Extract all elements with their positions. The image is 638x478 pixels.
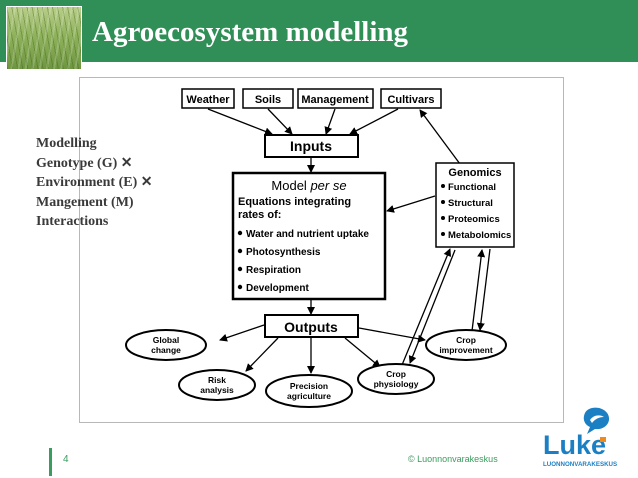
slide-title: Agroecosystem modelling [92, 16, 408, 48]
inputs-box [264, 134, 359, 158]
arrow-outputs-physiology [344, 337, 381, 368]
luke-logo-graphic: Luke LUONNONVARAKESKUS [543, 407, 617, 468]
genomics-item-metabolomics: Metabolomics [448, 230, 511, 241]
footer-accent-line [49, 448, 52, 476]
inputs-label: Inputs [290, 138, 332, 154]
bullet [237, 284, 243, 290]
bullet [441, 216, 445, 220]
arrow-management-inputs [324, 108, 336, 135]
weather-box [181, 88, 235, 109]
outputs-box [264, 314, 359, 338]
arrow-outputs-global [219, 324, 265, 342]
side-list: Modelling Genotype (G) ✕ Environment (E)… [36, 134, 152, 232]
management-box [297, 88, 374, 109]
cultivars-label: Cultivars [387, 94, 434, 106]
outputs-label: Outputs [284, 319, 338, 335]
crop-improvement-line2: improvement [439, 345, 493, 355]
risk-analysis-line1: Risk [208, 375, 226, 385]
side-item-modelling: Modelling [36, 136, 97, 151]
precision-agriculture-oval [265, 374, 353, 408]
model-subtitle-line1: Equations integrating [238, 196, 351, 208]
bullet [237, 230, 243, 236]
page-number: 4 [63, 454, 69, 465]
genomics-item-proteomics: Proteomics [448, 214, 500, 225]
precision-agriculture-line2: agriculture [287, 391, 331, 401]
soils-box [242, 88, 294, 109]
global-change-oval [125, 329, 207, 361]
arrow-cultivars-inputs [349, 108, 399, 135]
model-item-respiration: Respiration [246, 265, 301, 276]
model-subtitle-line2: rates of: [238, 209, 281, 221]
arrow-genomics-model [386, 195, 436, 213]
arrow-soils-inputs [267, 108, 293, 135]
genomics-item-functional: Functional [448, 182, 496, 193]
crop-improvement-oval [425, 329, 507, 361]
global-change-line2: change [151, 345, 181, 355]
title-bar [0, 0, 638, 62]
risk-analysis-oval [178, 369, 256, 401]
arrow-improvement-genomics [471, 249, 486, 332]
logo-word: Luke [543, 430, 606, 460]
luke-logo: Luke LUONNONVARAKESKUS [540, 404, 632, 470]
bullet [441, 200, 445, 204]
crop-improvement-line1: Crop [456, 335, 476, 345]
model-item-photosynthesis: Photosynthesis [246, 247, 321, 258]
bullet [441, 232, 445, 236]
arrow-weather-inputs [207, 108, 273, 136]
diagram-panel: Weather Soils Management Cultivars Input… [79, 77, 564, 423]
side-item-genotype: Genotype (G) ✕ [36, 155, 133, 171]
genomics-box [435, 162, 515, 248]
arrow-outputs-risk [245, 337, 279, 372]
logo-subtitle: LUONNONVARAKESKUS [543, 461, 617, 468]
model-box [231, 171, 387, 301]
logo-accent-icon [600, 437, 606, 442]
side-item-environment: Environment (E) ✕ [36, 175, 153, 190]
leaf-icon [590, 415, 604, 423]
side-item-interactions: Interactions [36, 214, 109, 229]
arrow-genomics-cultivars [419, 109, 461, 165]
management-label: Management [301, 94, 369, 106]
crop-physiology-line2: physiology [374, 379, 419, 389]
risk-analysis-line2: analysis [200, 385, 234, 395]
arrow-outputs-improvement [358, 327, 426, 343]
arrow-physiology-genomics [401, 248, 452, 366]
model-title: Model per se [271, 178, 346, 193]
bullet [237, 266, 243, 272]
genomics-item-structural: Structural [448, 198, 493, 209]
model-diagram: Weather Soils Management Cultivars Input… [125, 88, 515, 408]
precision-agriculture-line1: Precision [290, 381, 328, 391]
wheat-photo [6, 6, 82, 70]
global-change-line1: Global [153, 335, 179, 345]
model-item-development: Development [246, 283, 309, 294]
model-item-water: Water and nutrient uptake [246, 229, 369, 240]
soils-label: Soils [255, 94, 281, 106]
genomics-title: Genomics [448, 167, 501, 179]
bullet [441, 184, 445, 188]
bullet [237, 248, 243, 254]
crop-physiology-line1: Crop [386, 369, 406, 379]
cultivars-box [380, 88, 442, 109]
weather-label: Weather [186, 94, 230, 106]
crop-physiology-oval [357, 363, 435, 395]
arrow-genomics-physiology [408, 249, 456, 364]
side-item-management: Mangement (M) [36, 194, 134, 210]
copyright-text: © Luonnonvarakeskus [408, 454, 498, 464]
speech-bubble-icon [583, 407, 610, 434]
arrow-genomics-improvement [476, 248, 491, 331]
